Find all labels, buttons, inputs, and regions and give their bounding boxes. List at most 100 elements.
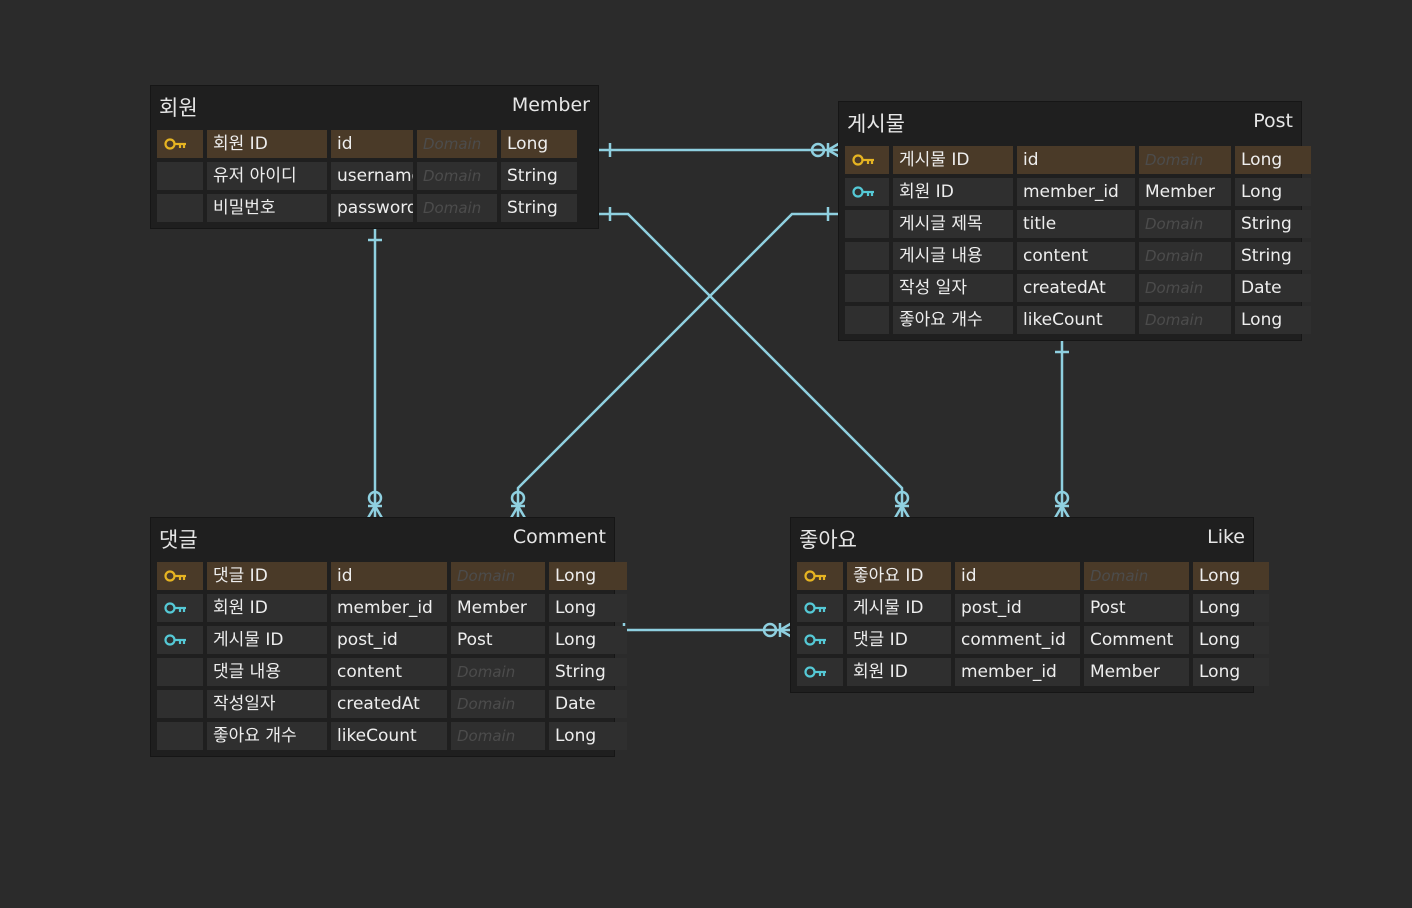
column-physical-name[interactable]: password (331, 194, 413, 222)
column-type[interactable]: String (1235, 242, 1311, 270)
column-logical-name[interactable]: 회원 ID (893, 178, 1013, 206)
column-domain[interactable]: Member (451, 594, 545, 622)
column-physical-name[interactable]: content (1017, 242, 1135, 270)
column-logical-name[interactable]: 회원 ID (207, 130, 327, 158)
column-logical-name[interactable]: 작성 일자 (893, 274, 1013, 302)
column-logical-name[interactable]: 좋아요 ID (847, 562, 951, 590)
column-domain[interactable]: Member (1084, 658, 1189, 686)
column-logical-name[interactable]: 회원 ID (207, 594, 327, 622)
column-type[interactable]: Long (1235, 146, 1311, 174)
column-type[interactable]: String (549, 658, 627, 686)
relation-member-like[interactable] (598, 207, 911, 520)
relation-post-comment[interactable] (509, 207, 840, 520)
column-logical-name[interactable]: 유저 아이디 (207, 162, 327, 190)
relation-comment-like[interactable] (614, 621, 793, 639)
column-type[interactable]: String (501, 194, 577, 222)
column-domain[interactable]: Domain (1139, 210, 1231, 238)
column-logical-name[interactable]: 댓글 ID (207, 562, 327, 590)
column-physical-name[interactable]: title (1017, 210, 1135, 238)
column-domain[interactable]: Domain (451, 562, 545, 590)
relation-post-like[interactable] (1053, 340, 1071, 520)
column-type[interactable]: Long (1193, 658, 1269, 686)
column-type[interactable]: Date (1235, 274, 1311, 302)
column-logical-name[interactable]: 게시글 제목 (893, 210, 1013, 238)
column-physical-name[interactable]: id (331, 562, 447, 590)
column-domain[interactable]: Domain (451, 722, 545, 750)
column-domain[interactable]: Comment (1084, 626, 1189, 654)
column-domain[interactable]: Domain (1139, 146, 1231, 174)
column-domain[interactable]: Domain (451, 690, 545, 718)
column-physical-name[interactable]: likeCount (1017, 306, 1135, 334)
column-physical-name[interactable]: content (331, 658, 447, 686)
column-physical-name[interactable]: member_id (1017, 178, 1135, 206)
column-type[interactable]: Long (1193, 626, 1269, 654)
column-type[interactable]: Long (501, 130, 577, 158)
column-type[interactable]: Long (1235, 178, 1311, 206)
column-domain[interactable]: Domain (1139, 274, 1231, 302)
column-type[interactable]: Long (549, 562, 627, 590)
column-type[interactable]: Long (1193, 562, 1269, 590)
column-logical-name[interactable]: 게시물 ID (207, 626, 327, 654)
relation-member-comment[interactable] (366, 228, 384, 520)
column-domain[interactable]: Domain (417, 130, 497, 158)
column-logical-name[interactable]: 게시글 내용 (893, 242, 1013, 270)
column-logical-name[interactable]: 좋아요 개수 (893, 306, 1013, 334)
column-physical-name[interactable]: post_id (955, 594, 1080, 622)
column-physical-name[interactable]: member_id (331, 594, 447, 622)
attribute-row[interactable]: 유저 아이디usernameDomainString (157, 162, 592, 190)
column-physical-name[interactable]: post_id (331, 626, 447, 654)
column-physical-name[interactable]: createdAt (1017, 274, 1135, 302)
column-physical-name[interactable]: createdAt (331, 690, 447, 718)
column-type[interactable]: String (1235, 210, 1311, 238)
relation-member-post[interactable] (598, 141, 841, 159)
column-type[interactable]: Long (549, 626, 627, 654)
column-logical-name[interactable]: 좋아요 개수 (207, 722, 327, 750)
column-domain[interactable]: Domain (1139, 306, 1231, 334)
column-type[interactable]: Long (549, 722, 627, 750)
column-physical-name[interactable]: likeCount (331, 722, 447, 750)
column-logical-name[interactable]: 작성일자 (207, 690, 327, 718)
column-physical-name[interactable]: id (331, 130, 413, 158)
column-logical-name[interactable]: 댓글 ID (847, 626, 951, 654)
column-logical-name[interactable]: 댓글 내용 (207, 658, 327, 686)
column-domain[interactable]: Domain (417, 162, 497, 190)
column-physical-name[interactable]: username (331, 162, 413, 190)
column-type[interactable]: String (501, 162, 577, 190)
column-domain[interactable]: Domain (451, 658, 545, 686)
column-domain[interactable]: Member (1139, 178, 1231, 206)
column-type[interactable]: Long (1193, 594, 1269, 622)
column-type[interactable]: Date (549, 690, 627, 718)
column-domain[interactable]: Domain (1139, 242, 1231, 270)
column-type[interactable]: Long (1235, 306, 1311, 334)
column-domain[interactable]: Post (451, 626, 545, 654)
column-physical-name[interactable]: member_id (955, 658, 1080, 686)
column-physical-name[interactable]: comment_id (955, 626, 1080, 654)
column-logical-name[interactable]: 게시물 ID (847, 594, 951, 622)
column-physical-name[interactable]: id (1017, 146, 1135, 174)
column-domain[interactable]: Post (1084, 594, 1189, 622)
column-logical-name[interactable]: 비밀번호 (207, 194, 327, 222)
column-type[interactable]: Long (549, 594, 627, 622)
column-domain[interactable]: Domain (1084, 562, 1189, 590)
column-domain[interactable]: Domain (417, 194, 497, 222)
